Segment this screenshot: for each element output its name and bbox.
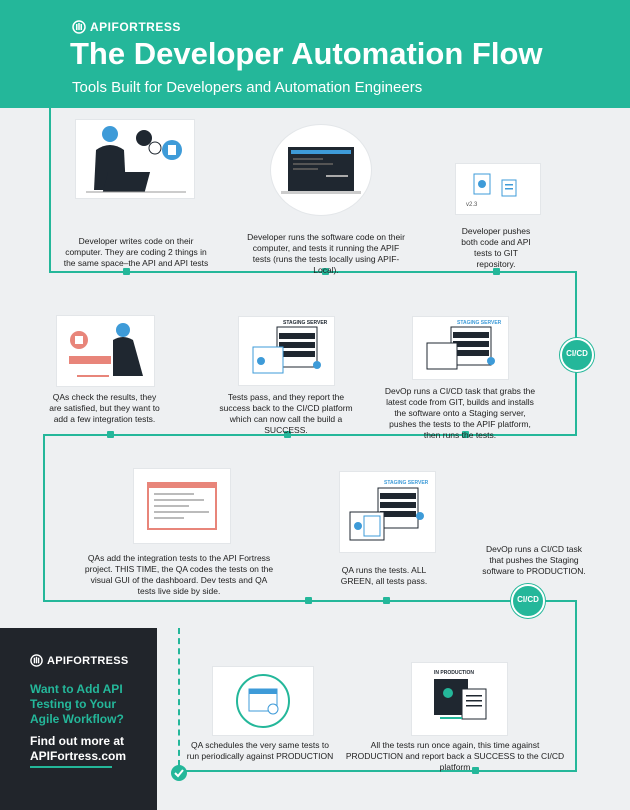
step-1-caption: Developer writes code on their computer.… [63, 236, 209, 268]
step-4-caption: QAs check the results, they are satisfie… [49, 392, 160, 424]
page-subtitle: Tools Built for Developers and Automatio… [72, 79, 423, 96]
step-1-illustration [75, 119, 195, 199]
server-label: IN PRODUCTION [434, 670, 474, 676]
server-label: STAGING SERVER [457, 320, 502, 326]
flow-dot [462, 431, 469, 438]
sidebar-site-link[interactable]: APIFortress.com [30, 749, 127, 763]
sidebar-logo-text: APIFORTRESS [47, 654, 129, 667]
sidebar-question: Want to Add API Testing to Your Agile Wo… [30, 682, 124, 726]
step-5-illustration: STAGING SERVER [238, 316, 335, 386]
header [0, 0, 630, 108]
flow-dot [107, 431, 114, 438]
flow-dot [284, 431, 291, 438]
step-4-illustration [56, 315, 155, 387]
version-label: v2.3 [466, 202, 478, 208]
flow-line [43, 434, 45, 602]
step-8-caption: QA runs the tests. ALL GREEN, all tests … [340, 565, 428, 586]
sidebar-find-label: Find out more at [30, 734, 124, 748]
logo-text: APIFORTRESS [90, 20, 181, 34]
server-label: STAGING SERVER [384, 480, 429, 486]
checkmark-icon [171, 765, 187, 781]
step-11-illustration: IN PRODUCTION [411, 662, 508, 736]
step-2-caption: Developer runs the software code on thei… [247, 232, 405, 275]
step-6-illustration: STAGING SERVER [412, 316, 509, 380]
flow-line [49, 20, 51, 272]
sidebar-find-text: Find out more at APIFortress.com [30, 734, 126, 764]
step-5-caption: Tests pass, and they report the success … [219, 392, 353, 435]
flow-dashed-line [178, 628, 180, 766]
flow-dot [322, 268, 329, 275]
flow-line [49, 271, 577, 273]
flow-dot [472, 767, 479, 774]
cicd-badge: CI/CD [560, 338, 594, 372]
step-10-illustration [212, 666, 314, 736]
step-9-caption: DevOp runs a CI/CD task that pushes the … [482, 544, 586, 576]
step-3-caption: Developer pushes both code and API tests… [461, 226, 531, 269]
sidebar-link-underline [30, 766, 112, 768]
step-7-illustration [133, 468, 231, 544]
flow-start-dot [46, 16, 53, 23]
flow-line [43, 434, 577, 436]
flow-dot [383, 597, 390, 604]
step-11-caption: All the tests run once again, this time … [345, 740, 565, 772]
step-2-illustration [270, 124, 372, 216]
header-logo: APIFORTRESS [72, 20, 181, 34]
flow-dot [493, 268, 500, 275]
server-label: STAGING SERVER [283, 320, 328, 326]
step-7-caption: QAs add the integration tests to the API… [84, 553, 274, 596]
sidebar-logo: APIFORTRESS [30, 654, 129, 667]
fortress-logo-icon [72, 20, 86, 34]
step-10-caption: QA schedules the very same tests to run … [186, 740, 334, 761]
step-8-illustration: STAGING SERVER [339, 471, 436, 553]
cta-sidebar [0, 628, 157, 810]
flow-line [575, 600, 577, 772]
cicd-badge: CI/CD [511, 584, 545, 618]
step-3-illustration: v2.3 [455, 163, 541, 215]
fortress-logo-icon [30, 654, 43, 667]
step-6-caption: DevOp runs a CI/CD task that grabs the l… [384, 386, 536, 440]
flow-dot [305, 597, 312, 604]
flow-dot [123, 268, 130, 275]
flow-line [180, 770, 577, 772]
cicd-badge-label: CI/CD [566, 349, 588, 358]
page-title: The Developer Automation Flow [70, 36, 543, 71]
cicd-badge-label: CI/CD [517, 595, 539, 604]
